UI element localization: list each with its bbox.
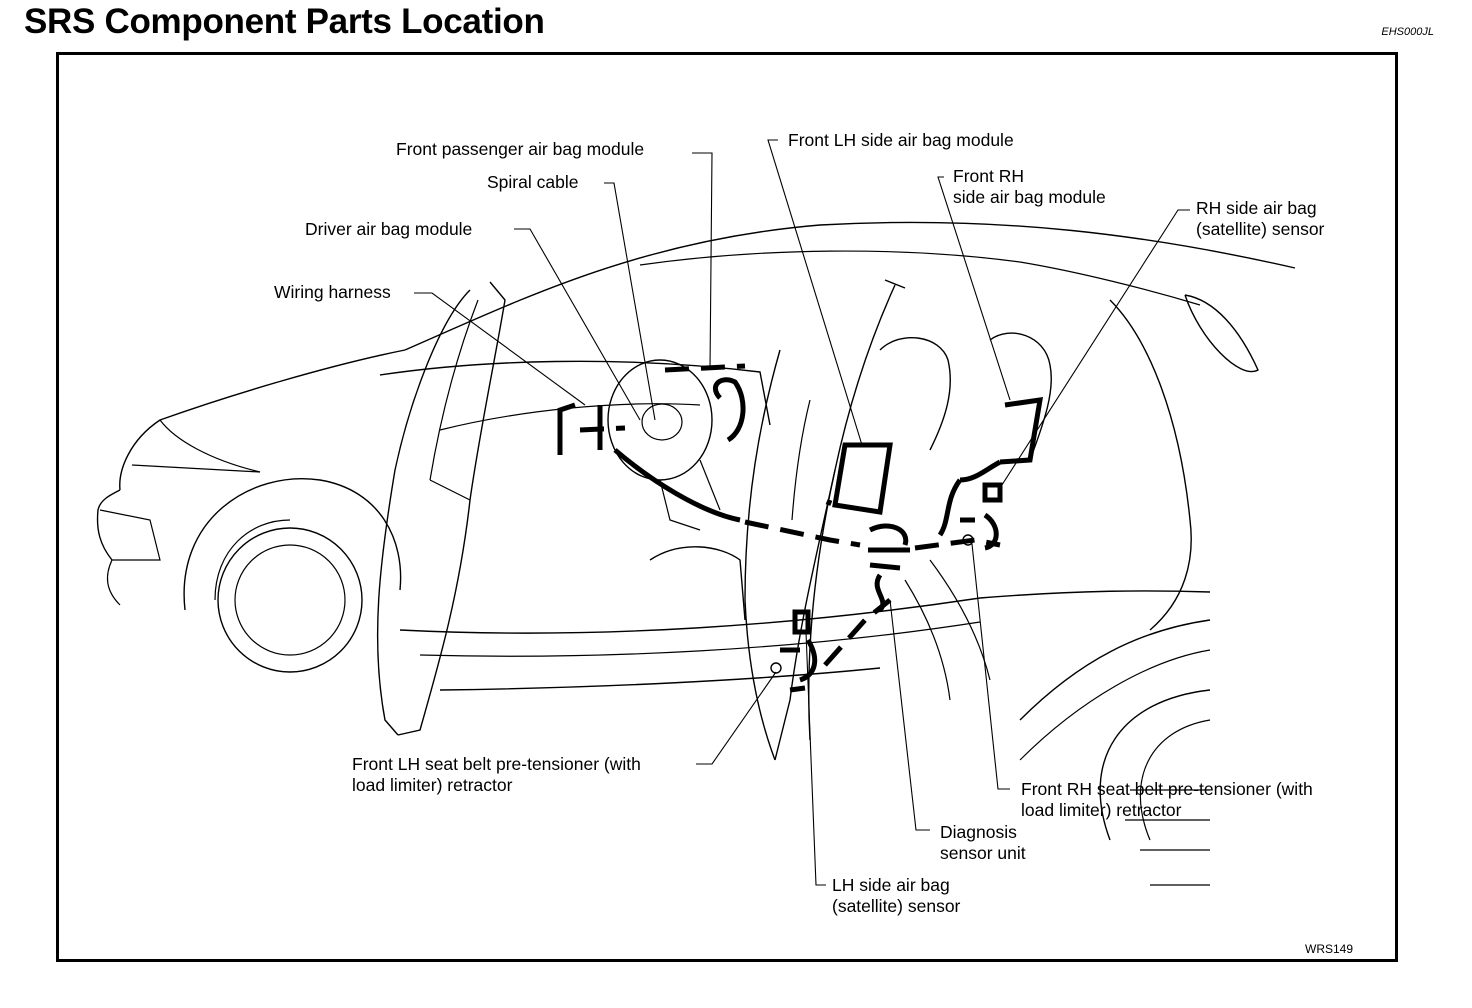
- label-front-passenger-air-bag-module: Front passenger air bag module: [396, 139, 645, 159]
- label-diagnosis-sensor-unit: Diagnosis sensor unit: [940, 822, 1026, 863]
- label-rh-side-air-bag-sensor: RH side air bag (satellite) sensor: [1196, 198, 1325, 239]
- srs-harness: [557, 363, 1044, 693]
- seats: [649, 332, 1052, 701]
- label-front-rh-side-air-bag-module: Front RH side air bag module: [953, 166, 1106, 207]
- section-code: EHS000JL: [1381, 26, 1434, 38]
- car-body-outline: [96, 221, 1296, 886]
- label-front-lh-side-air-bag-module: Front LH side air bag module: [788, 130, 1014, 150]
- rear-door: [744, 279, 906, 761]
- figure-frame: [56, 52, 1398, 962]
- label-lh-side-air-bag-sensor: LH side air bag (satellite) sensor: [832, 875, 961, 916]
- label-wiring-harness: Wiring harness: [274, 282, 391, 302]
- figure-code: WRS149: [1305, 942, 1354, 956]
- label-driver-air-bag-module: Driver air bag module: [305, 219, 473, 239]
- label-spiral-cable: Spiral cable: [487, 172, 579, 192]
- dashboard: [379, 359, 771, 531]
- front-door: [376, 281, 506, 736]
- label-front-lh-seat-belt-pretensioner: Front LH seat belt pre-tensioner (with l…: [352, 754, 641, 795]
- label-front-rh-seat-belt-pretensioner: Front RH seat belt pre-tensioner (with l…: [1021, 779, 1313, 820]
- page-title: SRS Component Parts Location: [24, 2, 545, 41]
- leader-lines: [414, 139, 1190, 886]
